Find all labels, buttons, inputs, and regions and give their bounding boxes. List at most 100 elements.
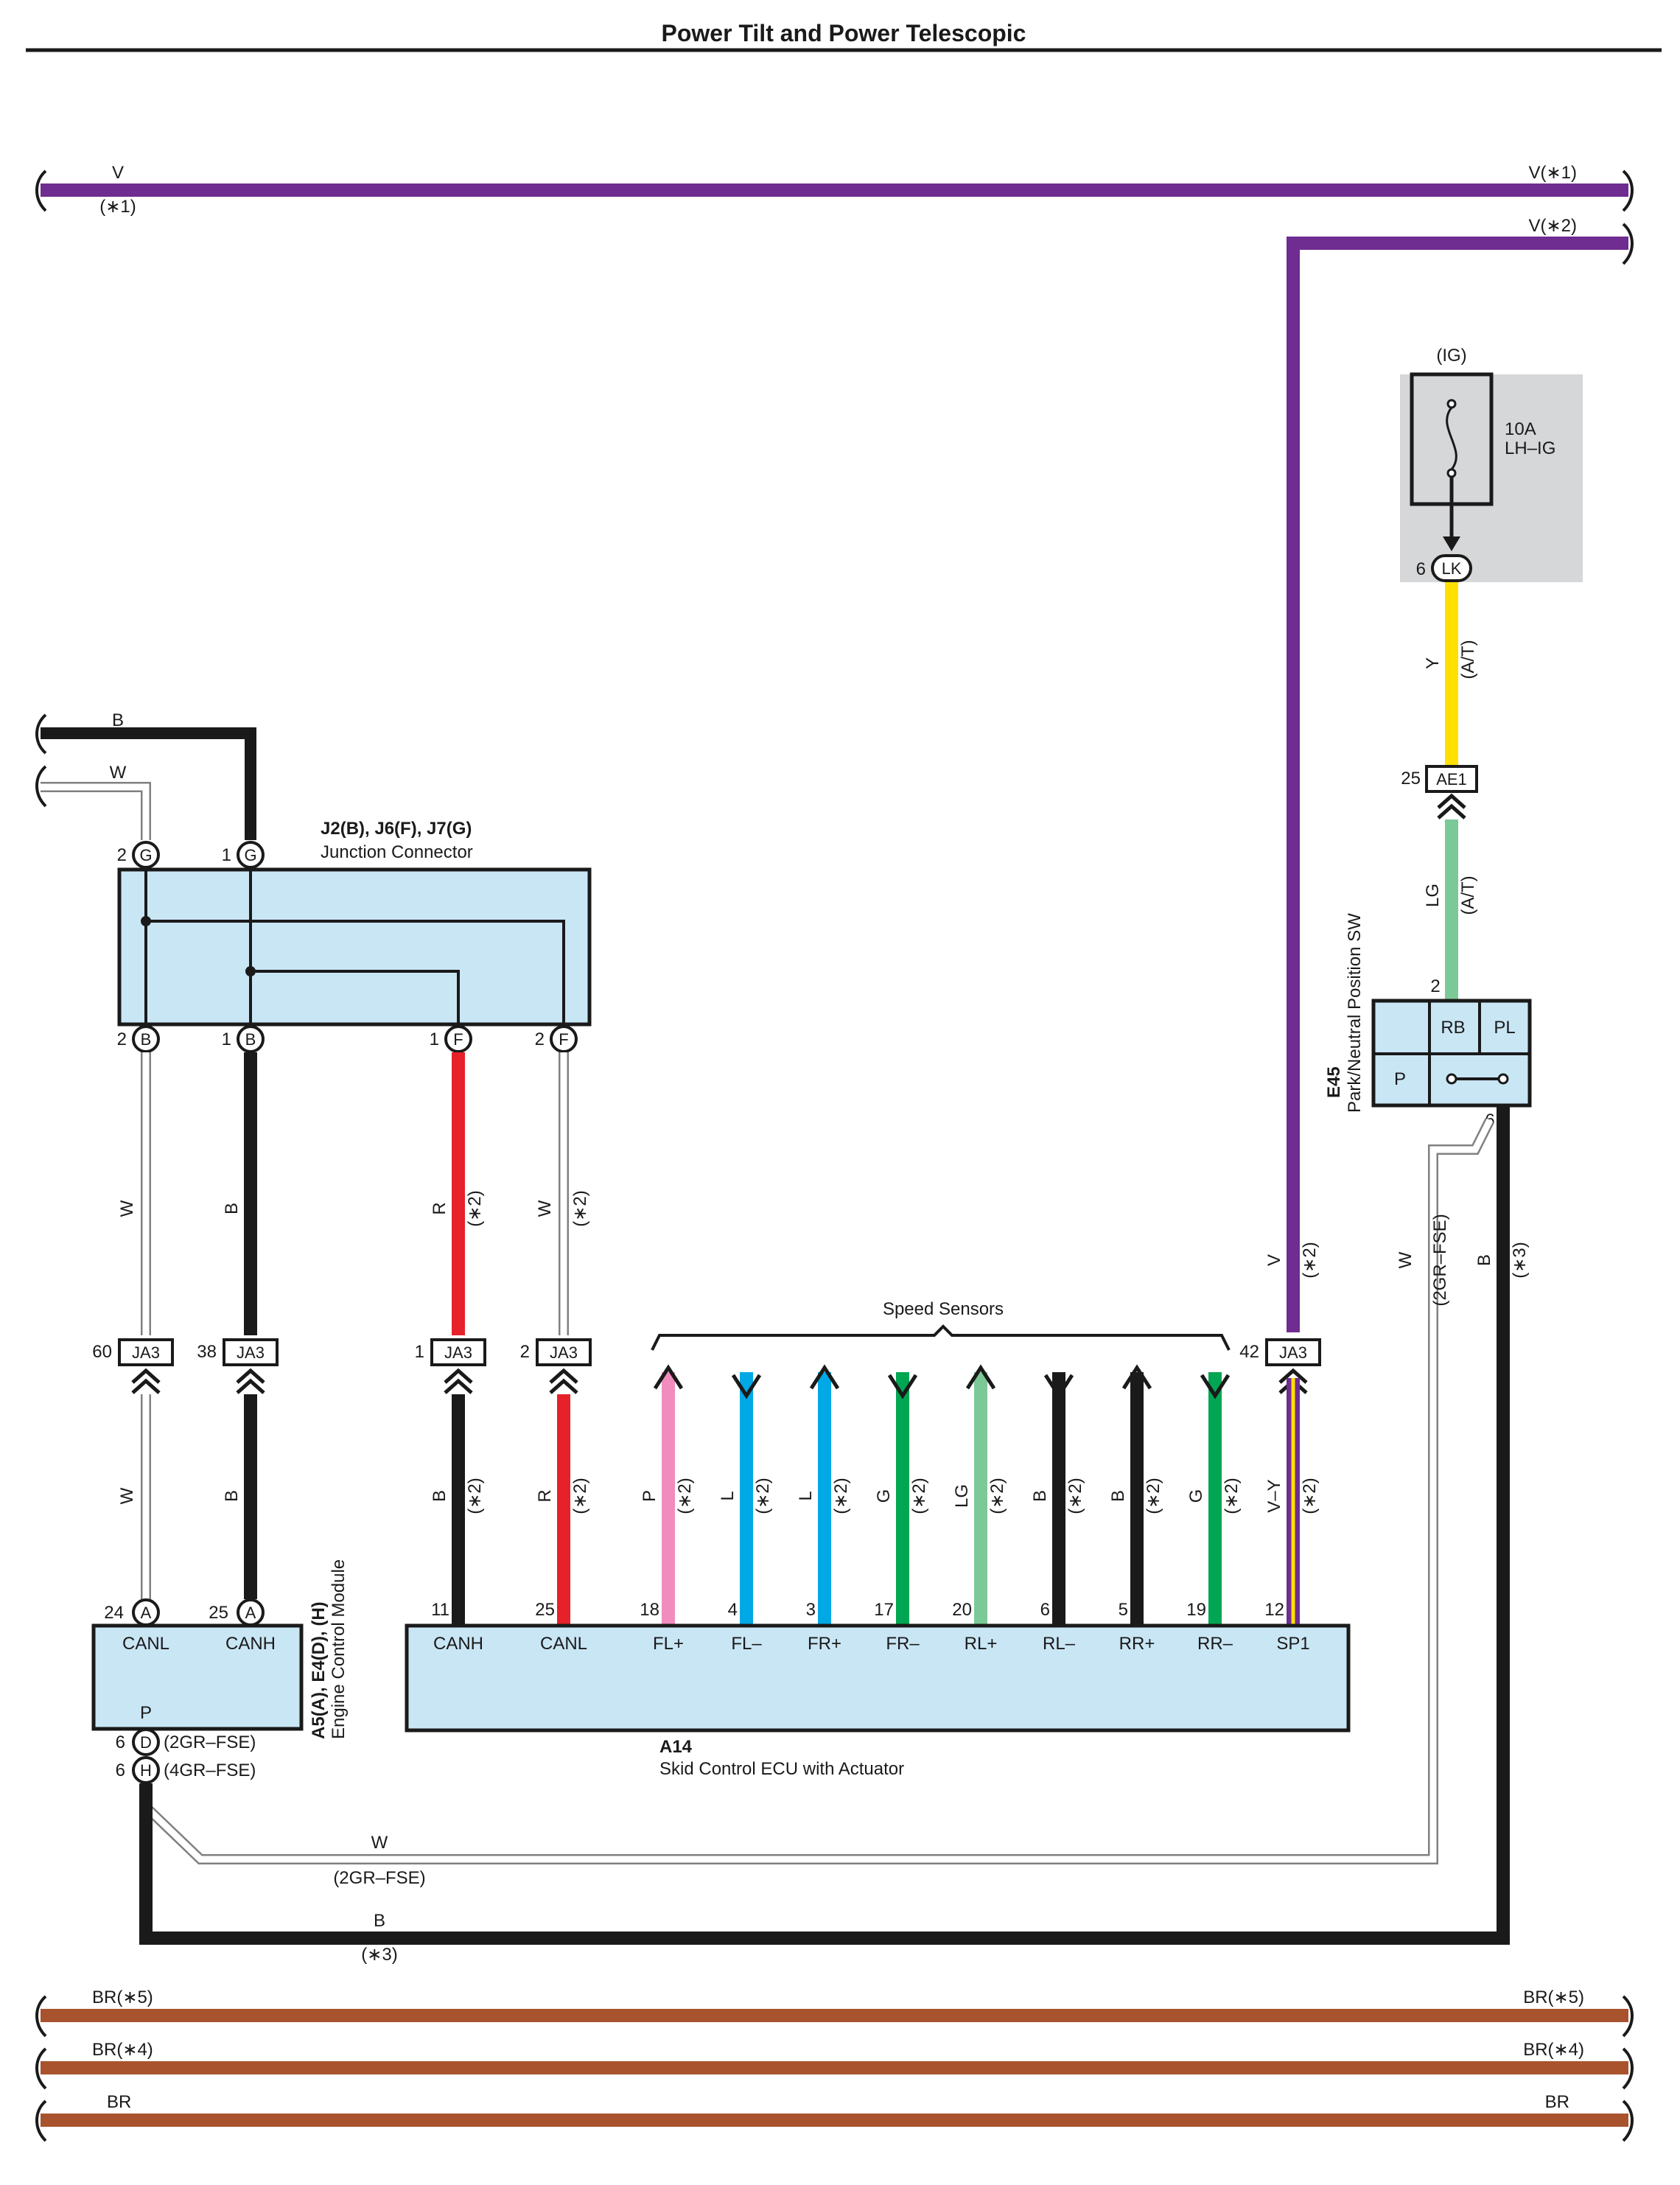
arrow-up-icon xyxy=(965,1364,996,1390)
terminal-label: SP1 xyxy=(1276,1634,1309,1654)
wire-note-label: (∗2) xyxy=(675,1478,695,1514)
fuse-terminal xyxy=(1446,399,1457,409)
component-code: E45 xyxy=(1324,1066,1344,1098)
arrow-down-icon xyxy=(887,1374,918,1399)
arrow-up-icon xyxy=(809,1364,840,1390)
wire-note-label: (∗2) xyxy=(1065,1478,1085,1514)
speed-sensors-title: Speed Sensors xyxy=(883,1299,1004,1319)
pin-number: 24 xyxy=(104,1603,124,1623)
switch-cell: RB xyxy=(1441,1018,1465,1038)
arrow-up-icon xyxy=(653,1364,684,1390)
junction-wires-in: B W xyxy=(35,710,256,840)
connector-pin xyxy=(550,1025,578,1053)
pin-number: 1 xyxy=(430,1029,439,1049)
arrow-down-icon xyxy=(731,1374,762,1399)
terminal-label: FL– xyxy=(731,1634,762,1654)
wire-color-label: R xyxy=(535,1489,555,1502)
connector-pin xyxy=(132,841,160,869)
arrow-down-icon xyxy=(1443,536,1460,551)
fuse-icon xyxy=(1446,407,1457,470)
connector-note: (2GR–FSE) xyxy=(164,1733,256,1752)
pin-number: 6 xyxy=(116,1733,125,1752)
wire-br-2: BR(∗4) BR(∗4) xyxy=(35,2040,1634,2090)
wire-y: Y (A/T) xyxy=(1423,582,1478,765)
connector-code: JA3 xyxy=(550,1343,578,1362)
wire-color-label: BR xyxy=(1545,2092,1569,2112)
connector-code: G xyxy=(244,846,256,864)
terminal-label: CANL xyxy=(122,1634,169,1654)
pin-number: 3 xyxy=(806,1600,816,1620)
pin-number: 17 xyxy=(874,1600,894,1620)
wire-note-label: (∗1) xyxy=(99,197,136,217)
wire-color-label: W xyxy=(535,1200,555,1217)
terminal-label: CANH xyxy=(225,1634,276,1654)
connector-box xyxy=(223,1338,279,1366)
connector-code: F xyxy=(559,1030,568,1049)
ground-wires: W (2GR–FSE) B (∗3) W (2GR–FSE) B (∗3) xyxy=(139,1105,1530,1965)
wire-color-label: W xyxy=(110,763,127,783)
junction-body xyxy=(117,867,592,1027)
wire-color-label: B xyxy=(1030,1490,1050,1502)
pin-number: 2 xyxy=(117,845,127,865)
terminal-label: RL– xyxy=(1043,1634,1076,1654)
skid-control-ecu: A14 Skid Control ECU with Actuator 11CAN… xyxy=(405,1600,1351,1779)
wire-note-label: (∗2) xyxy=(465,1190,485,1226)
wire-color-label: W xyxy=(117,1487,137,1504)
connector-pin xyxy=(132,1728,160,1756)
wires-ja3-to-ecus: W B B (∗2) R (∗2) V–Y (∗2) xyxy=(117,1378,1320,1625)
wire-note-label: (∗2) xyxy=(831,1478,851,1514)
wire-color-label: B xyxy=(1108,1490,1128,1502)
pin-number: 2 xyxy=(1430,976,1440,996)
fuse-name: LH–IG xyxy=(1505,438,1555,458)
wire-note-label: (∗2) xyxy=(570,1190,590,1226)
fuse-rating: 10A xyxy=(1505,419,1536,439)
pin-number: 60 xyxy=(92,1342,112,1362)
connector-ae1: 25 AE1 xyxy=(1401,765,1478,819)
wire-note-label: (A/T) xyxy=(1458,875,1478,915)
wire-note-label: (∗2) xyxy=(987,1478,1007,1514)
wire-note-label: (∗2) xyxy=(909,1478,929,1514)
wire-note-label: (∗2) xyxy=(1300,1242,1320,1278)
speed-sensor-wires: Speed Sensors P(∗2)L(∗2)L(∗2)G(∗2)LG(∗2)… xyxy=(640,1299,1242,1626)
component-code: A14 xyxy=(659,1737,693,1757)
terminal-label: FR– xyxy=(886,1634,920,1654)
wire-v-2: V(∗2) xyxy=(1287,216,1634,1332)
pin-number: 11 xyxy=(431,1600,449,1620)
wire-color-label: G xyxy=(874,1489,894,1503)
connector-chevron-icon xyxy=(549,1368,578,1394)
wire-note-label: (2GR–FSE) xyxy=(333,1868,425,1888)
page-title: Power Tilt and Power Telescopic xyxy=(662,20,1026,46)
connector-chevron-icon xyxy=(444,1368,473,1394)
pin-number: 1 xyxy=(222,1029,231,1049)
pin-number: 2 xyxy=(535,1029,545,1049)
switch-cell: P xyxy=(1394,1069,1406,1089)
wire-note-label: (∗2) xyxy=(570,1478,590,1514)
component-name: Junction Connector xyxy=(321,842,473,862)
wire-note-label: (∗2) xyxy=(1300,1478,1320,1514)
pin-number: 6 xyxy=(1416,559,1426,579)
skid-ecu-body xyxy=(405,1623,1351,1733)
wire-color-label: G xyxy=(1186,1489,1206,1503)
wire-color-label: B xyxy=(374,1911,385,1931)
component-code: A5(A), E4(D), (H) xyxy=(309,1601,329,1739)
pin-number: 4 xyxy=(728,1600,738,1620)
wire-color-label: LG xyxy=(1423,884,1443,907)
wire-br-1: BR(∗5) BR(∗5) xyxy=(35,1988,1634,2038)
pin-number: 18 xyxy=(640,1600,659,1620)
wire-break-left xyxy=(35,2100,47,2142)
wire-color-label: B xyxy=(112,710,124,730)
pin-number: 25 xyxy=(209,1603,228,1623)
connector-pin xyxy=(237,841,265,869)
connector-code: G xyxy=(139,846,152,864)
terminal-label: RL+ xyxy=(965,1634,998,1654)
terminal-label: CANL xyxy=(540,1634,587,1654)
connector-pin xyxy=(132,1756,160,1784)
connector-box xyxy=(1265,1338,1321,1366)
wire-color-label: V–Y xyxy=(1264,1479,1284,1512)
terminal-label: P xyxy=(140,1703,152,1723)
wires-junction-to-ja3: W B R (∗2) W (∗2) V (∗2) xyxy=(117,1052,1320,1335)
connector-code: AE1 xyxy=(1436,770,1467,789)
switch-contact xyxy=(1446,1073,1457,1085)
connector-ja3: 42 JA3 xyxy=(1239,1338,1321,1394)
